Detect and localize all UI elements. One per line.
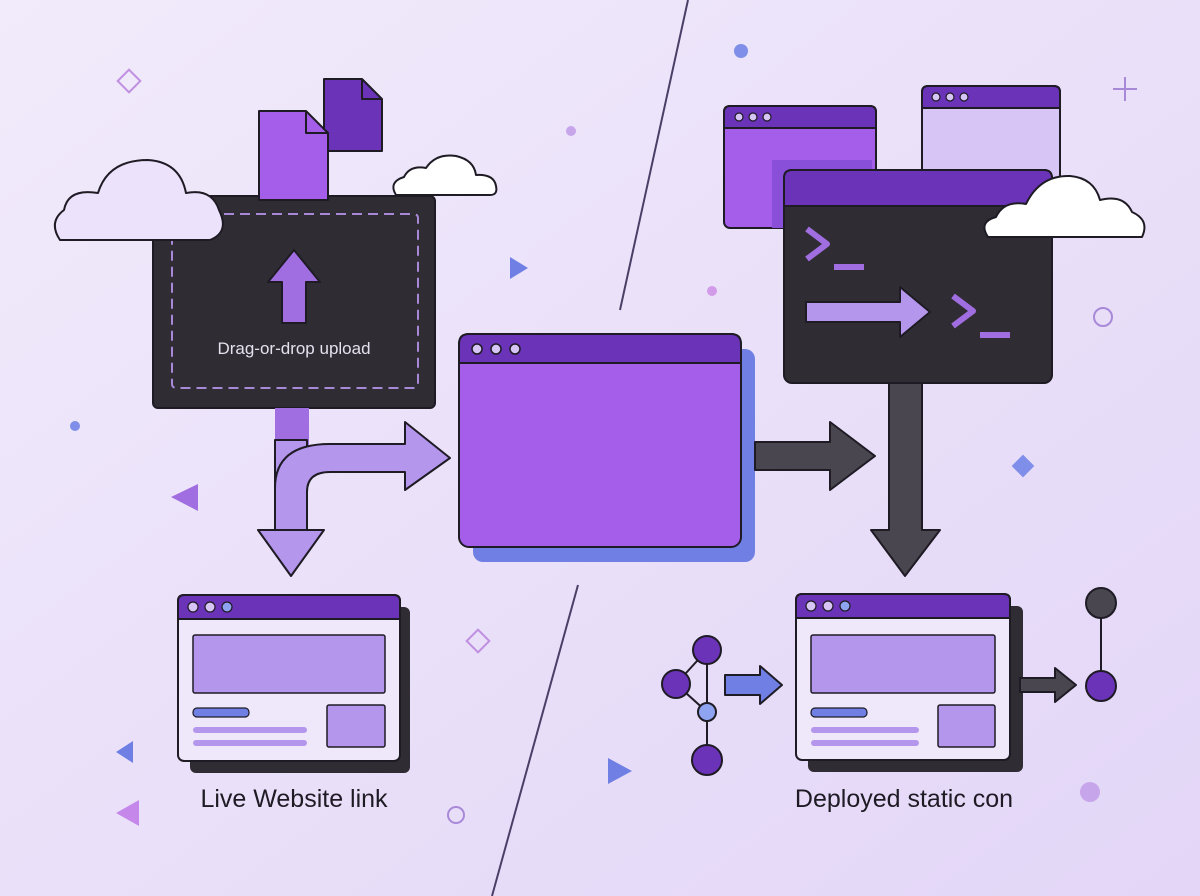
content-line — [192, 707, 250, 718]
curved-arrow-icon — [274, 421, 451, 531]
window-dot-icon — [945, 92, 955, 102]
content-hero-block — [810, 634, 996, 694]
window-dot-icon — [204, 601, 216, 613]
left-output-browser[interactable] — [177, 594, 410, 773]
content-hero-block — [192, 634, 386, 694]
triangle-icon — [116, 741, 133, 763]
file-icon — [323, 78, 383, 152]
terminal-prompt-icon — [951, 293, 976, 329]
cloud-icon — [53, 159, 224, 241]
window-dot-icon — [839, 600, 851, 612]
content-line — [810, 707, 868, 718]
center-browser-window[interactable] — [458, 333, 755, 562]
terminal-window[interactable] — [783, 169, 1053, 384]
terminal-cursor — [980, 332, 1010, 338]
cloud-icon — [983, 174, 1146, 238]
dot-icon — [1080, 782, 1100, 802]
window-dot-icon — [748, 112, 758, 122]
right-arrow-icon — [754, 421, 876, 491]
window-dot-icon — [187, 601, 199, 613]
window-dot-icon — [822, 600, 834, 612]
file-icon — [258, 110, 329, 201]
triangle-icon — [510, 257, 528, 279]
diamond-icon — [1011, 454, 1035, 478]
node-graph-icon — [661, 635, 783, 776]
terminal-arrow-icon — [805, 286, 931, 338]
window-dot-icon — [490, 343, 502, 355]
window-dot-icon — [762, 112, 772, 122]
plus-icon — [1113, 77, 1137, 101]
right-output-browser[interactable] — [795, 593, 1023, 772]
dot-icon — [707, 286, 717, 296]
cloud-icon — [392, 154, 498, 196]
window-dot-icon — [734, 112, 744, 122]
window-dot-icon — [931, 92, 941, 102]
divider-line — [491, 0, 689, 896]
triangle-icon — [171, 484, 198, 511]
down-arrow-icon — [870, 382, 941, 577]
terminal-cursor — [834, 264, 864, 270]
left-output-label: Live Website link — [200, 785, 388, 813]
ring-icon — [1093, 307, 1113, 327]
dot-icon — [566, 126, 576, 136]
window-dot-icon — [221, 601, 233, 613]
right-output-label: Deployed static con — [795, 785, 1013, 813]
window-dot-icon — [509, 343, 521, 355]
content-line — [811, 727, 919, 733]
content-image-block — [326, 704, 386, 748]
dot-icon — [734, 44, 748, 58]
right-arrow-icon — [1019, 667, 1077, 703]
triangle-icon — [608, 758, 632, 784]
triangle-icon — [116, 800, 139, 826]
content-line — [193, 727, 307, 733]
node-graph-icon — [1085, 587, 1117, 702]
window-dot-icon — [959, 92, 969, 102]
ring-icon — [447, 806, 465, 824]
content-line — [811, 740, 919, 746]
diamond-outline-icon — [116, 68, 142, 94]
terminal-prompt-icon — [805, 226, 830, 262]
upload-label: Drag-or-drop upload — [217, 339, 370, 358]
dot-icon — [70, 421, 80, 431]
node-arrow-icon — [724, 665, 783, 705]
content-line — [193, 740, 307, 746]
window-dot-icon — [471, 343, 483, 355]
content-image-block — [937, 704, 996, 748]
upload-arrow-icon — [267, 249, 321, 324]
decorations — [70, 44, 1137, 826]
diamond-outline-icon — [465, 628, 491, 654]
window-dot-icon — [805, 600, 817, 612]
